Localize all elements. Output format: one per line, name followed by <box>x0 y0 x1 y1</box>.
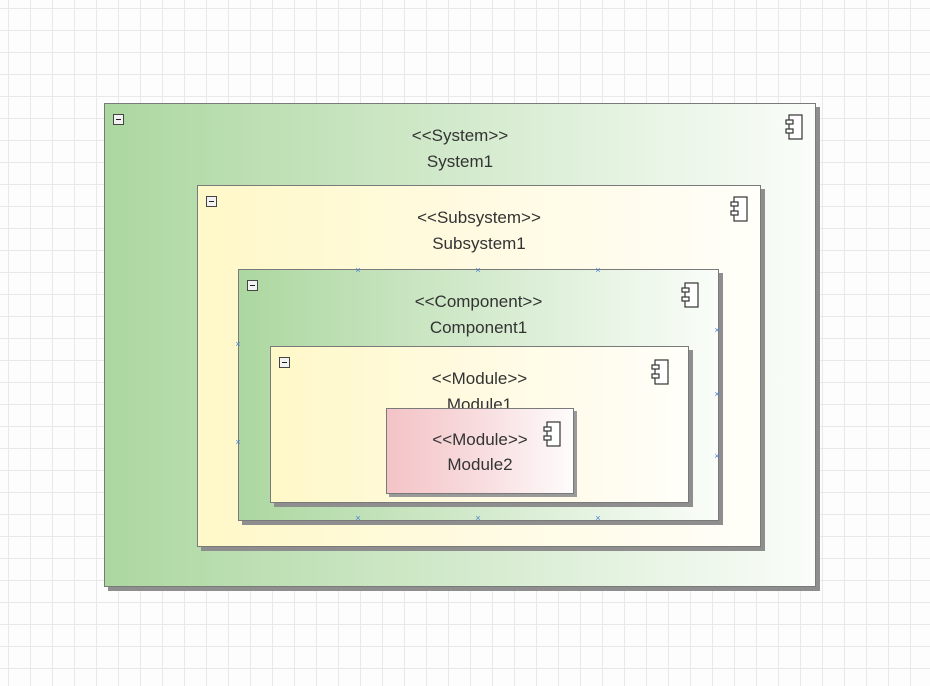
collapse-icon[interactable] <box>279 357 290 368</box>
resize-handle-right-top[interactable] <box>714 327 720 333</box>
module1-stereotype: <<Module>> <box>431 369 528 388</box>
resize-handle-right[interactable] <box>714 391 720 397</box>
component-icon <box>785 114 803 140</box>
resize-handle-bottom-left[interactable] <box>355 515 361 521</box>
system-stereotype: <<System>> <box>411 126 509 145</box>
module2-box[interactable]: <<Module>> Module2 <box>386 408 574 494</box>
subsystem-name: Subsystem1 <box>432 234 526 253</box>
resize-handle-right-bottom[interactable] <box>714 453 720 459</box>
component-icon <box>651 359 669 385</box>
resize-handle-top[interactable] <box>475 267 481 273</box>
component-name: Component1 <box>429 318 528 337</box>
resize-handle-bottom-right[interactable] <box>595 515 601 521</box>
resize-handle-top-left[interactable] <box>355 267 361 273</box>
collapse-icon[interactable] <box>206 196 217 207</box>
module2-name: Module2 <box>447 455 513 474</box>
module2-stereotype: <<Module>> <box>432 430 528 449</box>
component-icon <box>730 196 748 222</box>
collapse-icon[interactable] <box>247 280 258 291</box>
collapse-icon[interactable] <box>113 114 124 125</box>
resize-handle-left-bottom[interactable] <box>235 439 241 445</box>
resize-handle-bottom[interactable] <box>475 515 481 521</box>
component-icon <box>543 421 561 447</box>
component-icon <box>681 282 699 308</box>
system-name: System1 <box>426 152 494 171</box>
subsystem-stereotype: <<Subsystem>> <box>417 208 541 227</box>
component-stereotype: <<Component>> <box>414 292 543 311</box>
resize-handle-left-top[interactable] <box>235 341 241 347</box>
resize-handle-top-right[interactable] <box>595 267 601 273</box>
